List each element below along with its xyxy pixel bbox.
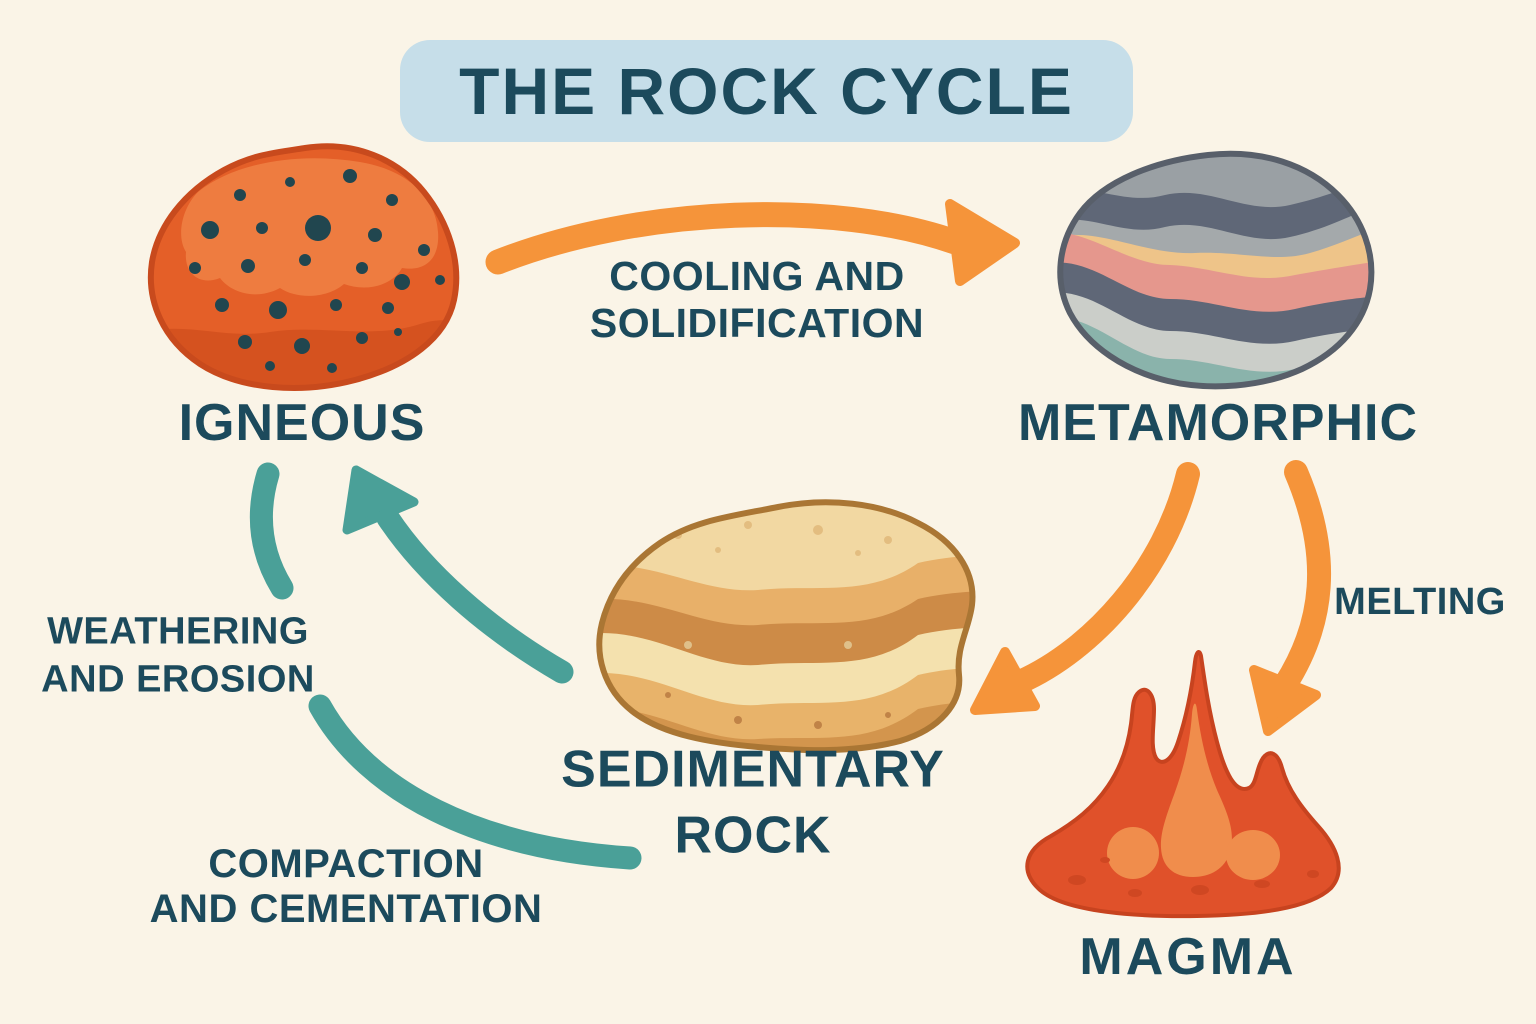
title-banner: THE ROCK CYCLE [400, 40, 1133, 142]
melting-arrowhead [1249, 665, 1321, 736]
magma-flame-icon [1025, 650, 1341, 919]
igneous-rock-outline [147, 143, 460, 391]
magma-inner-flame [1107, 703, 1280, 880]
compaction-arrow [308, 694, 642, 870]
magma-label: MAGMA [1079, 928, 1297, 987]
weathering-arrowhead [342, 465, 419, 535]
igneous-spots [189, 169, 445, 373]
melting-arrow [1249, 460, 1332, 736]
metamorphic-bands [1060, 175, 1372, 387]
weathering-and-erosion-label: WEATHERING AND EROSION [41, 610, 315, 701]
metamorphic-rock-icon [1057, 150, 1375, 390]
metamorphic-label: METAMORPHIC [1017, 394, 1419, 453]
page-title: THE ROCK CYCLE [459, 54, 1074, 128]
sedimentary-rock-icon [596, 499, 976, 754]
cooling-and-solidification-label: COOLING AND SOLIDIFICATION [589, 252, 925, 346]
cooling-arrow [485, 199, 1020, 286]
melting-label: MELTING [1334, 581, 1506, 624]
metamorphic-to-sedimentary-arrowhead [970, 647, 1040, 715]
magma-base-spots [1068, 857, 1319, 897]
weathering-arrow [249, 462, 574, 684]
sedimentary-rock-label: SEDIMENTARY ROCK [561, 740, 945, 864]
igneous-rock-icon [147, 143, 460, 391]
weathering-arrow-dash [249, 462, 294, 600]
metamorphic-rock-outline [1057, 150, 1375, 390]
sedimentary-rock-outline [596, 499, 976, 754]
metamorphic-to-sedimentary-arrow [970, 462, 1200, 715]
cooling-arrowhead [945, 199, 1020, 286]
igneous-label: IGNEOUS [178, 394, 426, 453]
compaction-and-cementation-label: COMPACTION AND CEMENTATION [149, 842, 543, 931]
